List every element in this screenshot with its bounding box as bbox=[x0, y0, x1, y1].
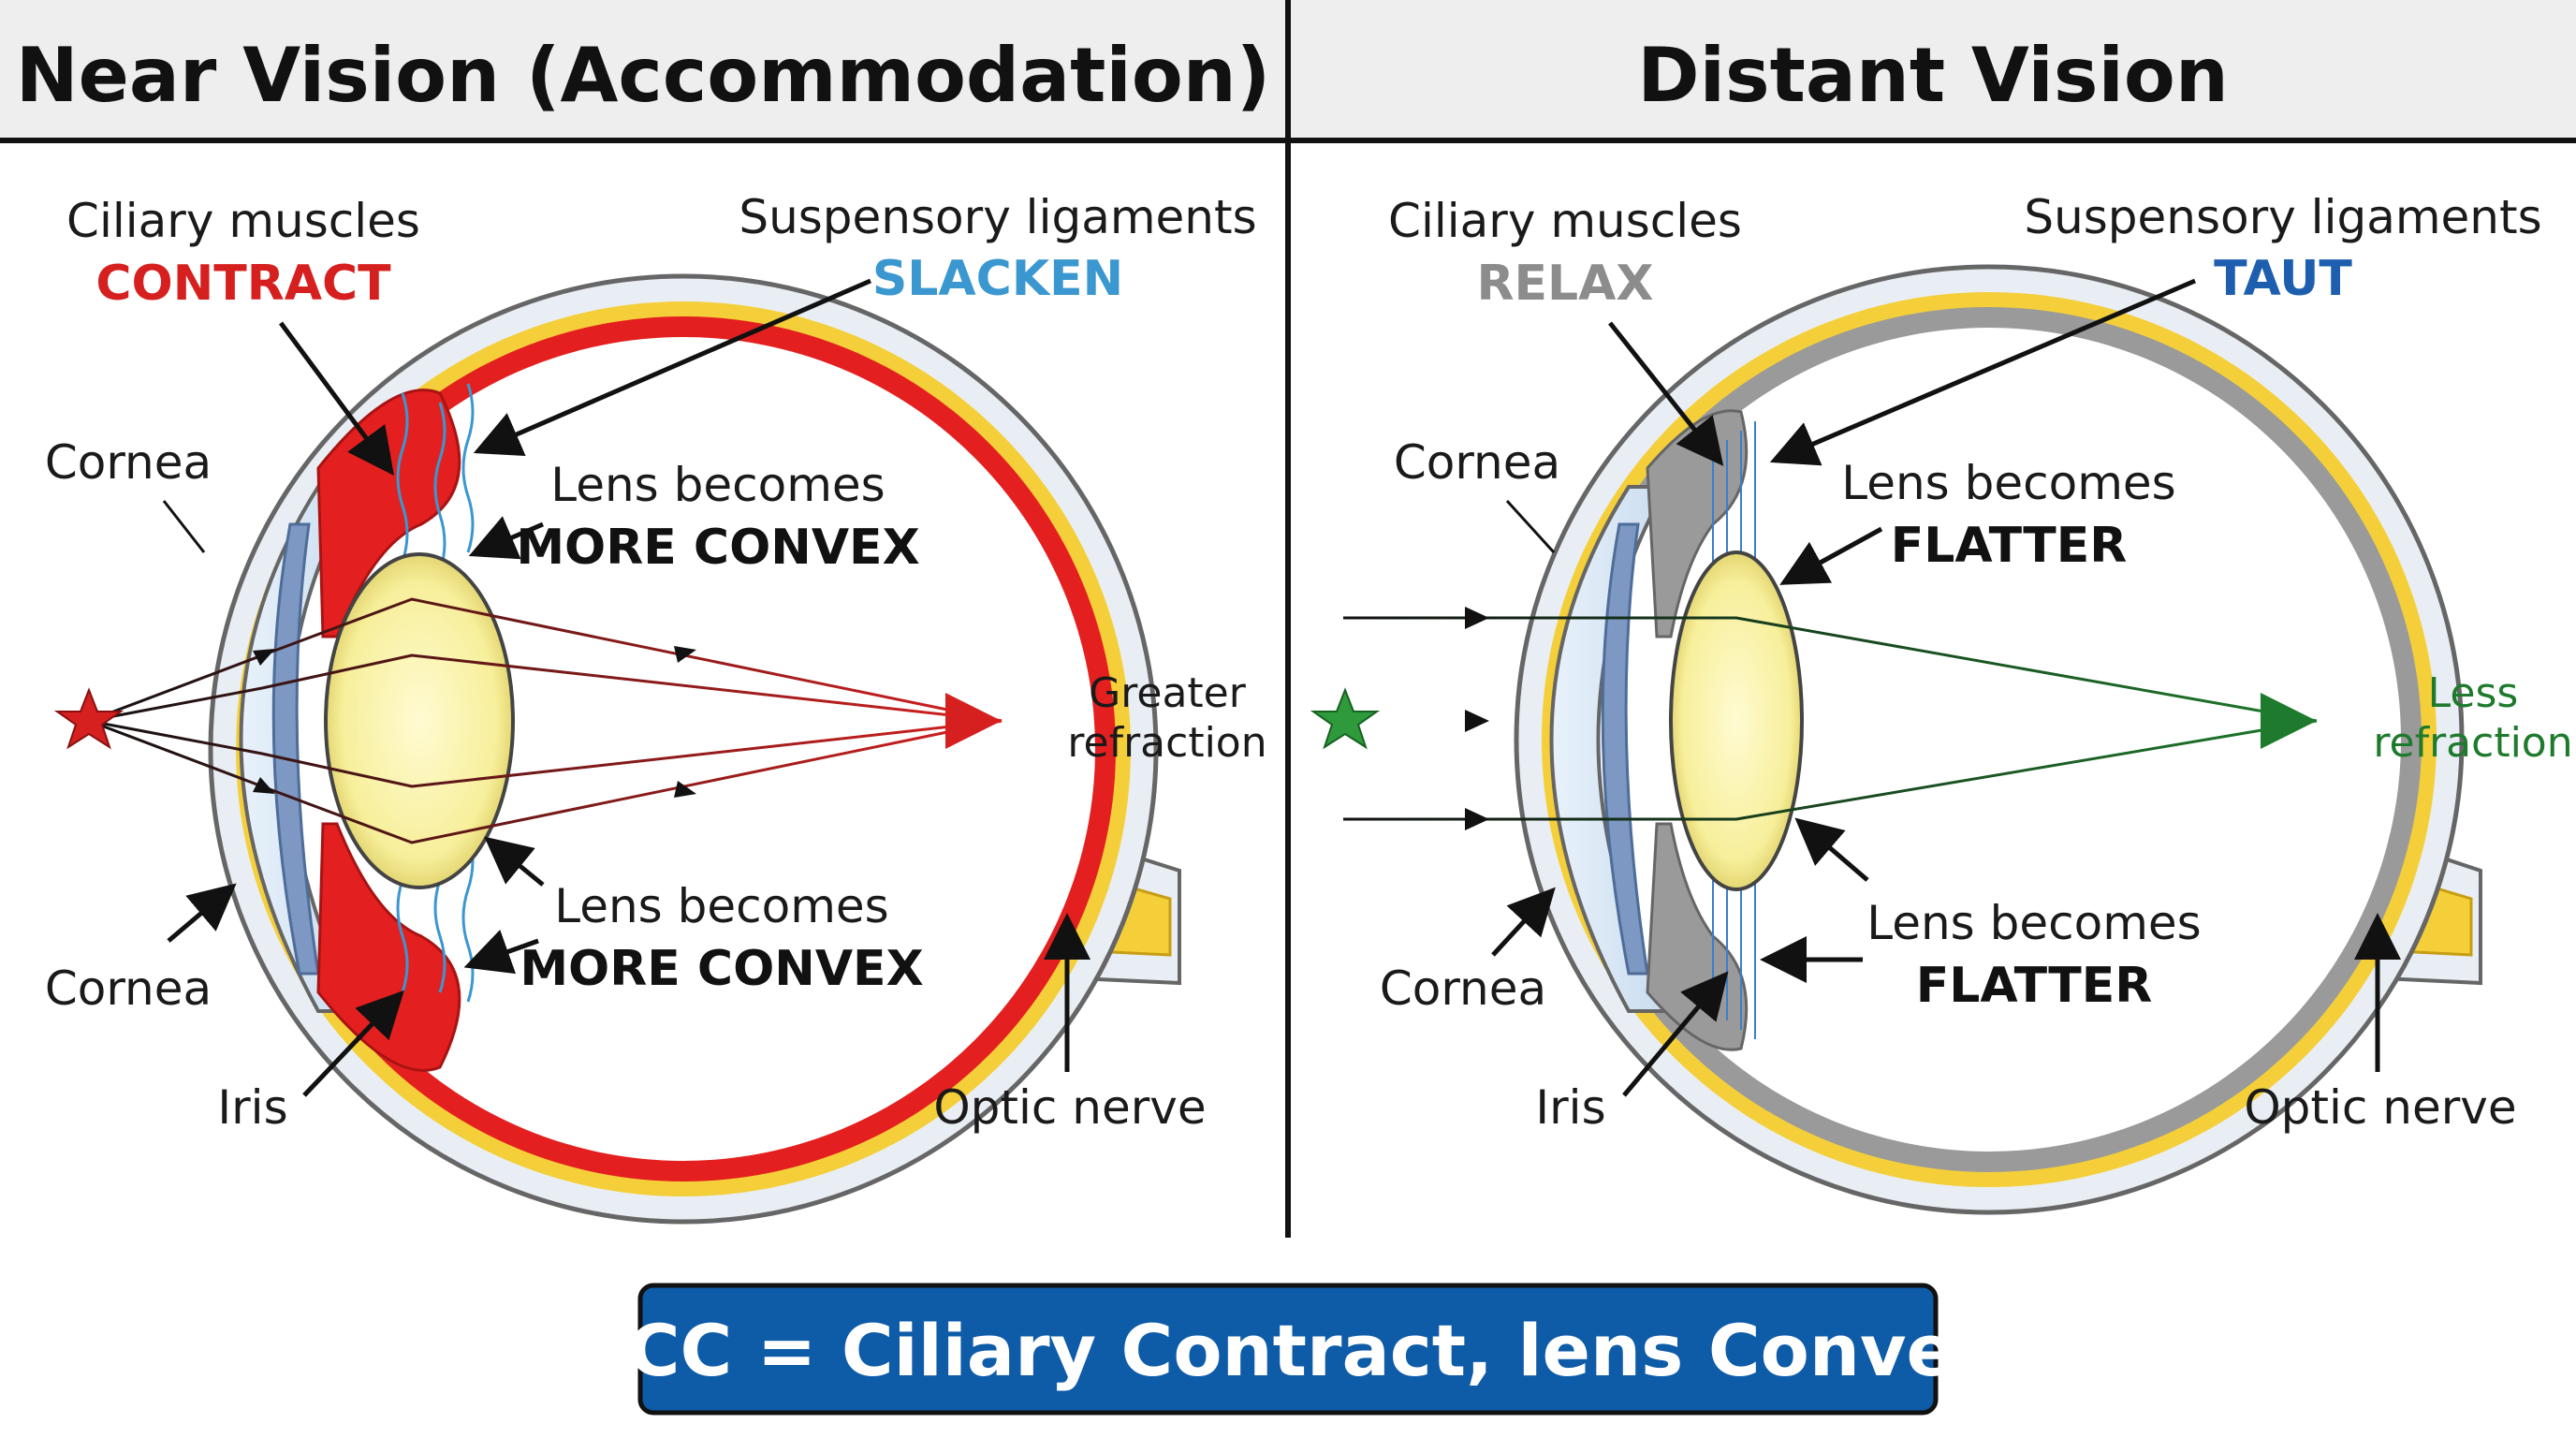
distant-iris-label: Iris bbox=[1535, 1080, 1605, 1135]
distant-cornea-bottom-label: Cornea bbox=[1380, 961, 1546, 1016]
near-lens-bottom-state: MORE CONVEX bbox=[520, 941, 923, 997]
distant-lens-top-arrow bbox=[1779, 526, 1883, 585]
near-refraction-line1: Greater bbox=[1089, 669, 1247, 717]
distant-ray-mark-1 bbox=[1465, 607, 1489, 629]
distant-cornea-bottom-arrow bbox=[1491, 887, 1556, 957]
distant-suspensory-state: TAUT bbox=[2214, 251, 2352, 307]
near-cornea-top-leader bbox=[162, 500, 206, 553]
near-cornea-bottom-label: Cornea bbox=[45, 961, 212, 1016]
near-ray-mark-3 bbox=[674, 646, 696, 663]
near-vision-title: Near Vision (Accommodation) bbox=[16, 32, 1271, 119]
distant-focus-arrowhead bbox=[2261, 693, 2317, 749]
red-star-icon bbox=[53, 687, 124, 750]
distant-iris bbox=[1601, 522, 1649, 976]
near-focus-arrowhead bbox=[945, 693, 1002, 749]
near-ray-mark-4 bbox=[674, 781, 696, 798]
near-vision-panel: Ciliary muscles CONTRACT Suspensory liga… bbox=[45, 190, 1267, 1225]
near-ray-mark-2 bbox=[253, 777, 275, 794]
distant-pointer-arrows bbox=[1491, 278, 2401, 1097]
distant-optic-nerve-label: Optic nerve bbox=[2244, 1080, 2516, 1135]
near-ray-4 bbox=[88, 719, 1003, 788]
distant-lens-top-state: FLATTER bbox=[1891, 518, 2128, 574]
near-suspensory-arrow bbox=[473, 278, 871, 457]
near-lens-bottom-label: Lens becomes bbox=[554, 879, 888, 933]
distant-light-rays bbox=[1343, 607, 2318, 830]
near-cornea-top-label: Cornea bbox=[45, 435, 212, 490]
distant-cornea-top-leader bbox=[1505, 499, 1556, 554]
distant-ciliary-arrow bbox=[1608, 321, 1724, 466]
distant-ciliary-label: Ciliary muscles bbox=[1388, 194, 1742, 248]
green-star-icon bbox=[1310, 687, 1381, 750]
near-lens-top-arrow bbox=[468, 516, 544, 560]
near-ray-5 bbox=[88, 719, 1003, 844]
near-ray-2 bbox=[88, 653, 1003, 723]
caption-box bbox=[637, 1283, 1939, 1416]
near-pointer-arrows bbox=[167, 278, 1090, 1097]
near-suspensory-state: SLACKEN bbox=[872, 251, 1123, 307]
distant-refraction-line2: refraction bbox=[2373, 719, 2572, 767]
near-ciliary-arrow bbox=[278, 321, 394, 477]
near-ray-1 bbox=[88, 597, 1003, 723]
near-ligament-top-2 bbox=[433, 402, 446, 572]
distant-refraction-line1: Less bbox=[2428, 669, 2519, 717]
distant-iris-arrow bbox=[1622, 971, 1729, 1097]
near-iris-label: Iris bbox=[217, 1080, 287, 1135]
near-lens-top-label: Lens becomes bbox=[550, 458, 885, 512]
near-refraction-line2: refraction bbox=[1067, 719, 1266, 767]
near-suspensory-label: Suspensory ligaments bbox=[739, 190, 1256, 244]
distant-lens-bottom-label: Lens becomes bbox=[1866, 896, 2201, 950]
distant-suspensory-label: Suspensory ligaments bbox=[2024, 190, 2541, 244]
mnemonic-caption: CCC = Ciliary Contract, lens Convex bbox=[576, 1283, 2000, 1416]
near-cornea-bottom-arrow bbox=[167, 883, 237, 943]
near-lens-bottom-arrow-1 bbox=[484, 836, 545, 887]
distant-ray-mark-2 bbox=[1465, 710, 1489, 732]
near-light-rays bbox=[88, 597, 1003, 844]
near-ligament-top-1 bbox=[396, 392, 409, 563]
near-ciliary-muscle-bottom bbox=[316, 822, 461, 1072]
distant-lens-top-label: Lens becomes bbox=[1841, 456, 2175, 510]
near-ciliary-state: CONTRACT bbox=[95, 256, 391, 312]
caption-text: CCC = Ciliary Contract, lens Convex bbox=[576, 1309, 2000, 1392]
distant-ciliary-state: RELAX bbox=[1476, 256, 1653, 312]
near-iris bbox=[271, 522, 320, 976]
near-lens-bottom-arrow-2 bbox=[463, 930, 539, 975]
distant-suspensory-arrow bbox=[1769, 278, 2196, 466]
near-iris-arrow bbox=[302, 990, 404, 1097]
near-ray-mark-1 bbox=[253, 649, 275, 666]
distant-ray-mark-3 bbox=[1465, 808, 1489, 830]
distant-vision-title: Distant Vision bbox=[1637, 32, 2229, 119]
distant-lens-bottom-arrow-1 bbox=[1794, 817, 1869, 882]
distant-cornea-top-label: Cornea bbox=[1394, 435, 1560, 490]
distant-vision-panel: Ciliary muscles RELAX Suspensory ligamen… bbox=[1310, 190, 2573, 1215]
near-optic-nerve-label: Optic nerve bbox=[933, 1080, 1206, 1135]
distant-lens-bottom-state: FLATTER bbox=[1916, 958, 2153, 1014]
near-lens-top-state: MORE CONVEX bbox=[516, 520, 919, 576]
near-ciliary-label: Ciliary muscles bbox=[66, 194, 420, 248]
